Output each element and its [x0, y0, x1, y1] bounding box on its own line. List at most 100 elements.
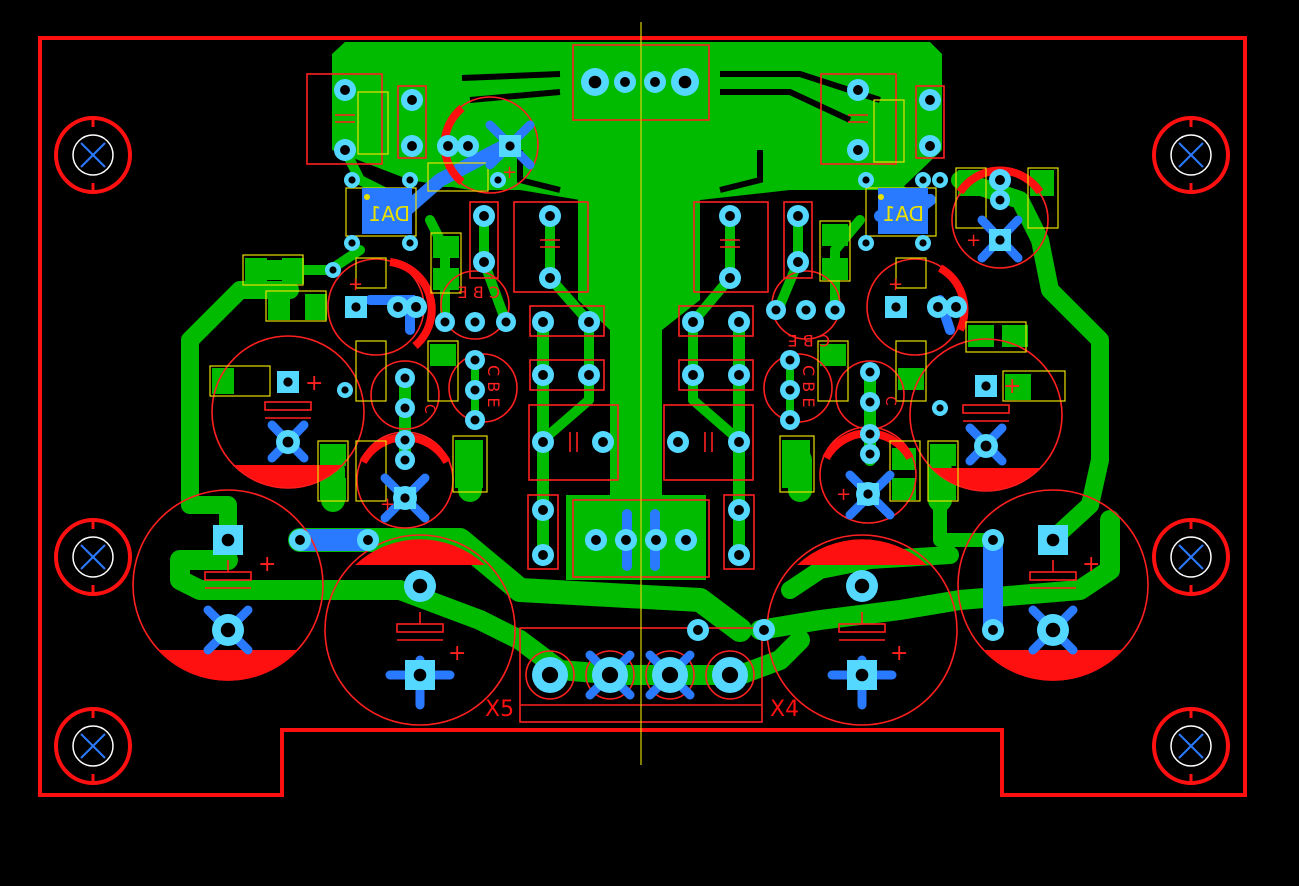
ic-da1-right: [878, 188, 928, 234]
round-pad-icon: [719, 205, 741, 227]
polarity-plus: +: [348, 274, 363, 295]
round-pad-icon: [780, 410, 800, 430]
round-pad-icon: [405, 296, 427, 318]
round-pad-icon: [592, 431, 614, 453]
round-pad-icon: [578, 364, 600, 386]
round-pad-icon: [465, 312, 485, 332]
square-pad-icon: [885, 296, 907, 318]
round-pad-icon: [276, 430, 300, 454]
round-pad-icon: [915, 172, 931, 188]
round-pad-icon: [435, 312, 455, 332]
round-pad-icon: [932, 400, 948, 416]
polarity-plus: +: [1003, 374, 1021, 399]
round-pad-icon: [615, 529, 637, 551]
round-pad-icon: [919, 135, 941, 157]
round-pad-icon: [585, 529, 607, 551]
round-pad-icon: [539, 205, 561, 227]
ic-da1-left: [362, 188, 412, 234]
labels: DA1 DA1 X5 X4 C B E C B E C B E C B E C …: [258, 162, 1100, 722]
round-pad-icon: [860, 362, 880, 382]
round-pad-icon: [787, 205, 809, 227]
round-pad-icon: [402, 172, 418, 188]
polarity-plus: +: [966, 230, 981, 251]
designator-x4: X4: [770, 697, 799, 722]
transistor-pins-right-lower: C B E: [799, 365, 818, 407]
round-pad-icon: [682, 364, 704, 386]
round-pad-icon: [990, 190, 1010, 210]
round-pad-icon: [401, 135, 423, 157]
polarity-plus: +: [305, 371, 323, 396]
square-pad-icon: [1038, 525, 1068, 555]
round-pad-icon: [644, 71, 666, 93]
round-pad-icon: [592, 657, 628, 693]
designator-x5: X5: [485, 697, 514, 722]
round-pad-icon: [860, 444, 880, 464]
crossed-circle-icon: [1152, 707, 1230, 785]
round-pad-icon: [395, 450, 415, 470]
round-pad-icon: [337, 382, 353, 398]
capacitor-symbols: [204, 114, 1077, 641]
round-pad-icon: [719, 267, 741, 289]
square-pad-icon: [277, 371, 299, 393]
round-pad-icon: [796, 300, 816, 320]
round-pad-icon: [645, 529, 667, 551]
round-pad-icon: [728, 431, 750, 453]
designator-da1-left: DA1: [369, 202, 410, 226]
round-pad-icon: [614, 71, 636, 93]
round-pad-icon: [539, 267, 561, 289]
round-pad-icon: [982, 619, 1004, 641]
square-pad-icon: [213, 525, 243, 555]
square-pad-icon: [394, 487, 416, 509]
round-pad-icon: [1037, 614, 1069, 646]
round-pad-icon: [945, 296, 967, 318]
transistor-pin-c-left: C: [421, 404, 437, 414]
square-pad-icon: [499, 135, 521, 157]
round-pad-icon: [325, 262, 341, 278]
round-pad-icon: [387, 296, 409, 318]
round-pad-icon: [652, 657, 688, 693]
square-pad-icon: [847, 660, 877, 690]
round-pad-icon: [465, 380, 485, 400]
mount-holes: [54, 116, 1230, 785]
round-pad-icon: [212, 614, 244, 646]
round-pad-icon: [457, 135, 479, 157]
round-pad-icon: [846, 570, 878, 602]
round-pad-icon: [667, 431, 689, 453]
round-pad-icon: [395, 368, 415, 388]
designator-da1-right: DA1: [883, 202, 924, 226]
transistor-pins-right-upper: C B E: [788, 331, 830, 350]
round-pads: [212, 68, 1069, 693]
square-pad-icon: [857, 483, 879, 505]
round-pad-icon: [532, 364, 554, 386]
transistor-pins-left-lower: C B E: [484, 365, 503, 407]
crossed-circle-icon: [1152, 518, 1230, 596]
round-pad-icon: [858, 172, 874, 188]
round-pad-icon: [289, 529, 311, 551]
round-pad-icon: [532, 544, 554, 566]
copper-top-smd-pads: [212, 94, 1054, 500]
round-pad-icon: [780, 380, 800, 400]
round-pad-icon: [766, 300, 786, 320]
round-pad-icon: [675, 529, 697, 551]
board-outline: [38, 36, 1247, 797]
round-pad-icon: [402, 235, 418, 251]
round-pad-icon: [671, 68, 699, 96]
round-pad-icon: [919, 89, 941, 111]
polarity-plus: +: [448, 641, 466, 666]
round-pad-icon: [578, 311, 600, 333]
polarity-plus: +: [890, 641, 908, 666]
round-pad-icon: [344, 235, 360, 251]
round-pad-icon: [465, 410, 485, 430]
round-pad-icon: [847, 79, 869, 101]
square-pad-icon: [345, 296, 367, 318]
round-pad-icon: [787, 251, 809, 273]
round-pad-icon: [753, 619, 775, 641]
round-pad-icon: [780, 350, 800, 370]
square-pads: [213, 135, 1068, 690]
round-pad-icon: [728, 499, 750, 521]
round-pad-icon: [728, 311, 750, 333]
round-pad-icon: [473, 251, 495, 273]
round-pad-icon: [357, 529, 379, 551]
round-pad-icon: [860, 392, 880, 412]
